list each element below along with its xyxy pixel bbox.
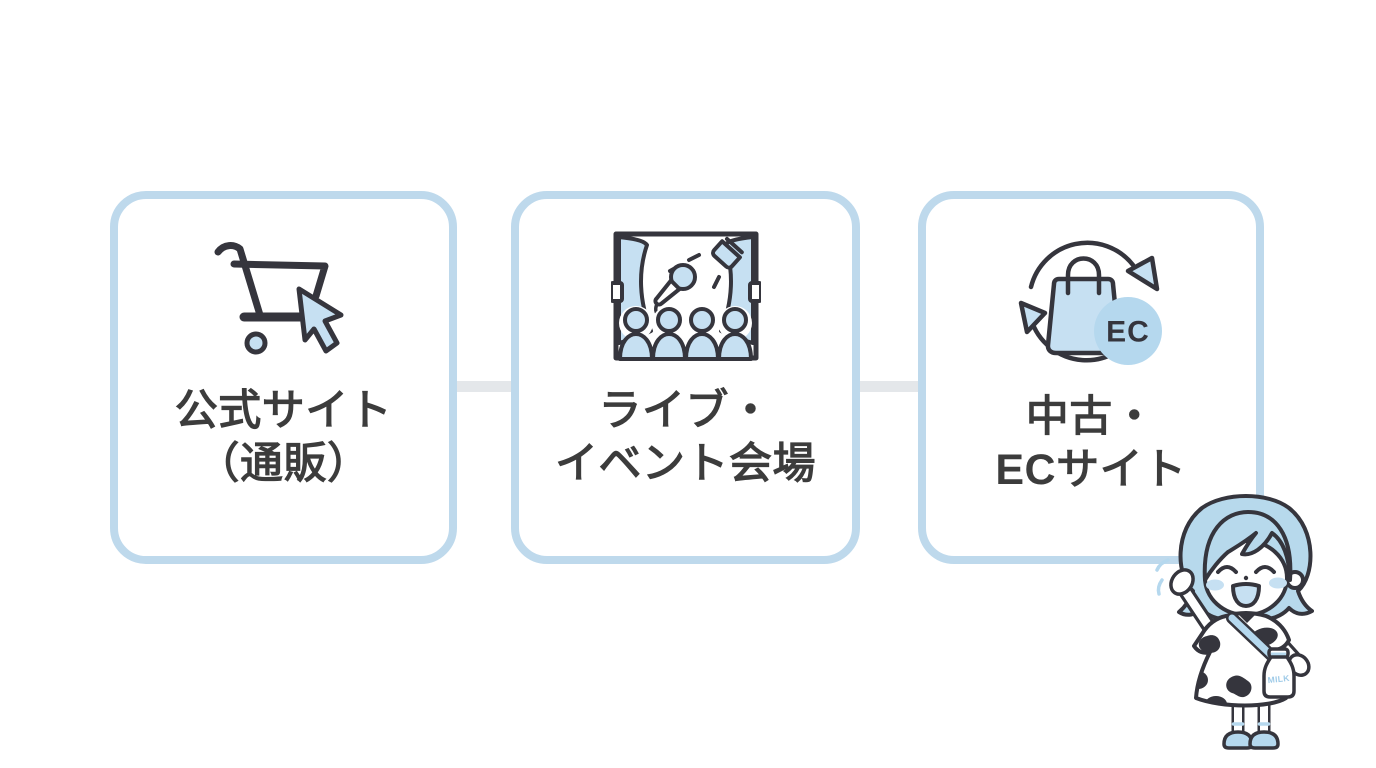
card-label-line1: 中古・ xyxy=(1025,393,1157,441)
motion-line xyxy=(1156,578,1164,596)
cycle-arc-top xyxy=(1028,240,1136,290)
nose xyxy=(1243,575,1249,581)
bag-cycle-icon: EC xyxy=(1018,240,1162,365)
hair-bangs xyxy=(1202,510,1293,582)
shoe-right xyxy=(1248,730,1280,750)
cycle-arrowhead-right xyxy=(1125,255,1160,292)
card-label: 公式サイト （通販） xyxy=(175,385,393,491)
eye-left xyxy=(1216,565,1238,574)
audience xyxy=(617,306,753,361)
connector-line-right xyxy=(854,381,924,392)
ec-badge-text: EC xyxy=(1106,316,1150,349)
shoe-left xyxy=(1222,730,1254,750)
mouth xyxy=(1231,582,1261,608)
card-label-line1: 公式サイト xyxy=(174,387,393,435)
card-live-event-venue: ライブ・ イベント会場 xyxy=(511,191,860,564)
blush-left xyxy=(1206,579,1224,591)
milk-bottle-bag: MILK xyxy=(1262,647,1296,699)
stage-audience-icon xyxy=(610,231,761,361)
card-official-site: 公式サイト （通販） xyxy=(110,191,457,564)
mascot-girl: MILK xyxy=(1155,494,1314,750)
microphone xyxy=(652,263,697,331)
bag-handle xyxy=(1065,256,1102,296)
neckline xyxy=(1239,615,1255,623)
motion-line xyxy=(1155,558,1170,572)
cycle-arrowhead-left xyxy=(1018,300,1048,335)
card-label: 中古・ ECサイト xyxy=(995,391,1186,497)
card-label-line1: ライブ・ xyxy=(598,387,773,435)
card-used-ec-site: EC 中古・ ECサイト xyxy=(918,191,1264,564)
card-label-line2: （通販） xyxy=(196,440,371,488)
blush-right xyxy=(1269,577,1287,589)
card-label-line2: ECサイト xyxy=(995,446,1187,494)
ec-badge-circle xyxy=(1094,297,1162,365)
card-label-line2: イベント会場 xyxy=(555,440,816,488)
eye-right xyxy=(1254,565,1276,574)
card-label: ライブ・ イベント会場 xyxy=(555,385,816,491)
connector-line-left xyxy=(450,381,516,392)
cursor-arrow-shape xyxy=(296,286,343,354)
bottle-label-text: MILK xyxy=(1267,673,1290,685)
hand-raised xyxy=(1169,568,1195,596)
cart-cursor-icon xyxy=(214,242,343,355)
